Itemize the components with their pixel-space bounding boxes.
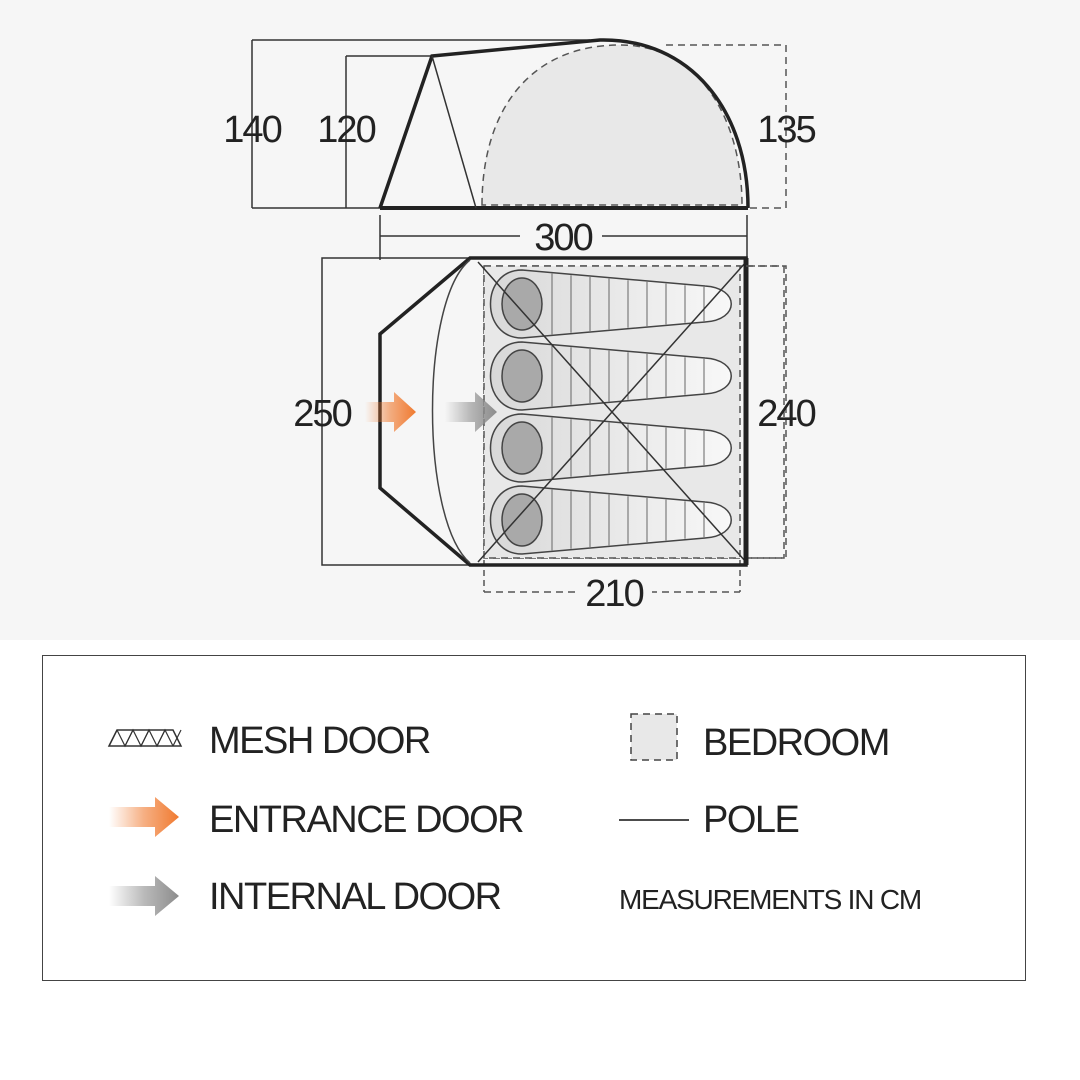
front-pole bbox=[431, 55, 477, 209]
legend-box: MESH DOOR ENTRANCE DOOR INTERNAL DOOR BE… bbox=[42, 655, 1026, 981]
dim-inner-height: 120 bbox=[317, 109, 375, 151]
measurements-note: MEASUREMENTS IN CM bbox=[619, 884, 922, 915]
dim-outer-width: 250 bbox=[293, 393, 351, 435]
sleeping-bags bbox=[489, 269, 732, 555]
sleeping-bag bbox=[489, 485, 732, 555]
sleeping-bag-head bbox=[501, 493, 543, 547]
bedroom-icon bbox=[630, 713, 678, 761]
legend-internal-door-label: INTERNAL DOOR bbox=[209, 876, 502, 918]
tent-diagram: 140 120 135 300 250 240 210 bbox=[223, 38, 818, 615]
sleeping-bag-head bbox=[501, 349, 543, 403]
dim-total-length: 300 bbox=[534, 217, 592, 259]
floor-plan bbox=[321, 256, 787, 593]
sleeping-bag bbox=[489, 341, 732, 411]
dim-outer-height: 140 bbox=[223, 109, 281, 151]
side-elevation bbox=[251, 38, 787, 210]
dim-bedroom-height: 135 bbox=[757, 109, 815, 151]
dim-bedroom-length: 210 bbox=[585, 573, 643, 615]
internal-arrow-icon bbox=[109, 876, 179, 916]
inner-door-curve bbox=[431, 259, 471, 564]
tent-floorplan-svg: 140 120 135 300 250 240 210 bbox=[223, 38, 818, 615]
mesh-door-icon bbox=[107, 728, 183, 748]
pole-line-icon bbox=[619, 819, 689, 821]
legend-pole-label: POLE bbox=[703, 799, 800, 841]
sleeping-bag-head bbox=[501, 277, 543, 331]
legend-mesh-door-label: MESH DOOR bbox=[209, 720, 431, 762]
length-dimension bbox=[379, 215, 748, 260]
legend-entrance-door-label: ENTRANCE DOOR bbox=[209, 799, 525, 841]
pole-cross-2 bbox=[477, 261, 747, 563]
legend-bedroom-label: BEDROOM bbox=[703, 722, 890, 764]
flysheet-outline bbox=[378, 38, 750, 209]
dim-bedroom-width: 240 bbox=[757, 393, 815, 435]
sleeping-bag-head bbox=[501, 421, 543, 475]
internal-door-arrow bbox=[445, 392, 497, 432]
entrance-arrow-icon bbox=[109, 797, 179, 837]
entrance-door-arrow bbox=[365, 392, 416, 432]
sleeping-bag bbox=[489, 269, 732, 339]
bedroom-dome bbox=[481, 44, 743, 206]
sleeping-bag bbox=[489, 413, 732, 483]
